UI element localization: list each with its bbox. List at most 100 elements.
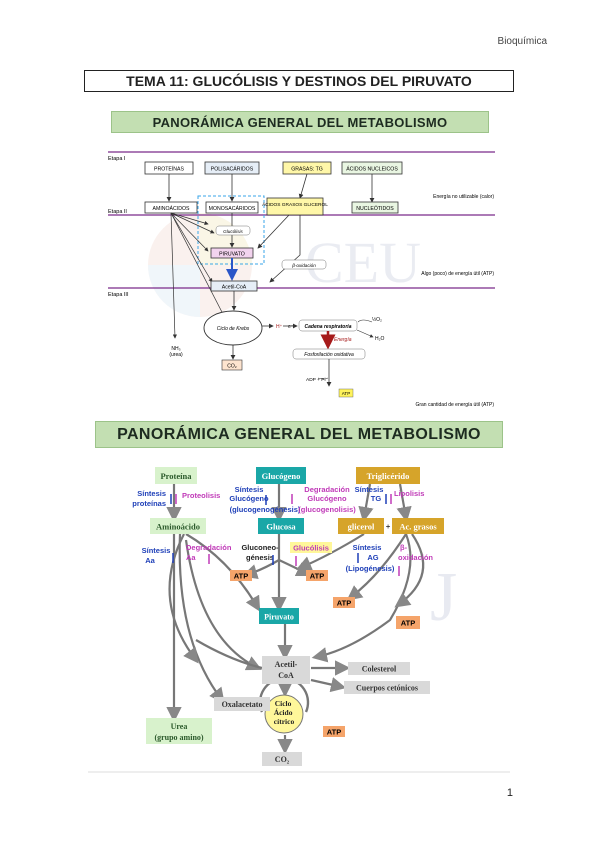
box-piruvato: PIRUVATO [219,252,245,258]
box-oxalacetato: Oxalacetato [222,700,263,709]
sintesis-proteinas-1: Síntesis [137,489,166,498]
box-trigliceridos: Triglicérido [367,471,410,481]
sint-gluc-3: (glucogenogénesis) [230,505,301,514]
box-colesterol: Colesterol [362,665,397,674]
box-piruvato2: Piruvato [264,613,294,622]
atp-5: ATP [327,728,341,737]
deg-aa-2: Aa [186,553,196,562]
box-polisacaridos: POLISACÁRIDOS [211,166,254,173]
sint-ag-1: Síntesis [353,543,382,552]
fosforilacion-label: Fosforilación oxidativa [304,352,354,358]
svg-text:Gluconeo-génesis: Gluconeo-génesis [241,543,279,562]
svg-text:Ciclo Ácido cítrico: Ciclo Ácido cítrico [274,699,295,726]
adp-label: ADP + Pi [306,377,326,383]
co2-label: CO₂ [227,364,237,370]
energy-label-1: Energía no utilizable (calor) [433,194,494,200]
box-acetilcoa: Acetil-CoA [222,285,247,291]
ciclo-line-1: Ciclo [275,699,292,708]
deg-gluc-2: Glucógeno [307,494,347,503]
lipolisis-label: Lipolisis [394,489,424,498]
beta-ox-1: β- [400,543,408,552]
box-glucosa: Glucosa [266,522,296,532]
e-minus-label: e⁻ [288,324,294,330]
gluconeo-2: génesis [246,553,274,562]
proteolisis-label: Proteolisis [182,491,220,500]
atp-2: ATP [310,572,324,581]
nh3-label: NH₃ [171,346,180,352]
box-proteina: Proteína [160,471,192,481]
box-co2: CO₂ [275,755,290,764]
box-cuerpos: Cuerpos cetónicos [356,684,418,693]
sint-gluc-2: Glucógeno [229,494,269,503]
box-nucleotidos: NUCLEÓTIDOS [356,205,394,212]
svg-text:J: J [430,559,457,636]
ciclo-line-2: Ácido [274,707,293,717]
page-number: 1 [506,787,513,799]
urea-1: Urea [171,722,188,731]
beta-ox-2: oxidación [398,553,433,562]
energy-label-3: Gran cantidad de energía útil (ATP) [415,402,494,408]
box-monosacaridos: MONOSACÁRIDOS [209,205,256,212]
sint-aa-1: Síntesis [142,546,171,555]
krebs-label: Ciclo de Krebs [217,326,250,332]
deg-gluc-1: Degradación [304,485,350,494]
deg-gluc-3: (glucogenolisis) [298,505,356,514]
ciclo-line-3: cítrico [274,717,295,726]
atp-label: ATP [342,391,351,396]
sint-ag-2: AG [367,553,378,562]
sint-aa-2: Aa [145,556,155,565]
gluconeo-1: Gluconeo- [241,543,279,552]
stage-3-label: Etapa III [108,292,129,298]
svg-text:+: + [386,522,391,532]
sint-ag-3: (Lipogénesis) [346,564,395,573]
box-acidos-nucleicos: ÁCIDOS NUCLEICOS [346,166,398,173]
box-glucogeno: Glucógeno [262,471,301,481]
beta-oxidacion-label: β-oxidación [291,263,316,268]
acetil-1: Acetil- [275,660,298,669]
box-aminoacido: Aminoácido [156,522,200,532]
sint-tg-1: Síntesis [355,485,384,494]
glucolisis-label: Glucólisis [223,229,243,234]
energia-label: Energía [334,337,352,343]
svg-text:β-oxidación: β-oxidación [398,543,433,562]
sint-gluc-1: Síntesis [235,485,264,494]
h2o-label: H₂O [375,336,385,342]
box-proteinas: PROTEÍNAS [154,166,185,173]
svg-text:Acetil-CoA: Acetil- CoA [275,660,298,680]
atp-3: ATP [337,599,351,608]
energy-label-2: Algo (poco) de energía útil (ATP) [421,271,494,277]
box-acidos-grasos-glicerol: ÁCIDOS GRASOS GLICEROL [262,201,328,208]
stage-2-label: Etapa II [108,209,127,215]
stage-1-label: Etapa I [108,156,126,162]
h-plus-label: H⁺ [276,324,283,330]
sint-tg-2: TG [371,494,382,503]
box-aminoacidos: AMINOÁCIDOS [153,205,190,212]
section1-banner: PANORÁMICA GENERAL DEL METABOLISMO [111,111,489,133]
box-glicerol: glicerol [348,522,375,532]
section2-banner: PANORÁMICA GENERAL DEL METABOLISMO [95,421,503,448]
atp-1: ATP [234,572,248,581]
glucolisis2-label: Glucólisis [293,544,329,553]
running-header: Bioquímica [497,36,547,47]
cadena-label: Cadena respiratoria [305,324,352,330]
sintesis-proteinas-2: proteínas [132,499,166,508]
half-o2-label: ½O₂ [372,316,382,323]
svg-text:Urea(grupo amino): Urea (grupo amino) [154,722,203,742]
page-title: TEMA 11: GLUCÓLISIS Y DESTINOS DEL PIRUV… [84,70,514,92]
atp-4: ATP [401,619,415,628]
acetil-2: CoA [278,671,294,680]
urea-2: (grupo amino) [154,733,203,742]
box-ac-grasos: Ac. grasos [399,522,437,532]
urea-label: (urea) [169,352,183,358]
deg-aa-1: Degradación [186,543,232,552]
box-grasas: GRASAS: TG [291,167,323,173]
